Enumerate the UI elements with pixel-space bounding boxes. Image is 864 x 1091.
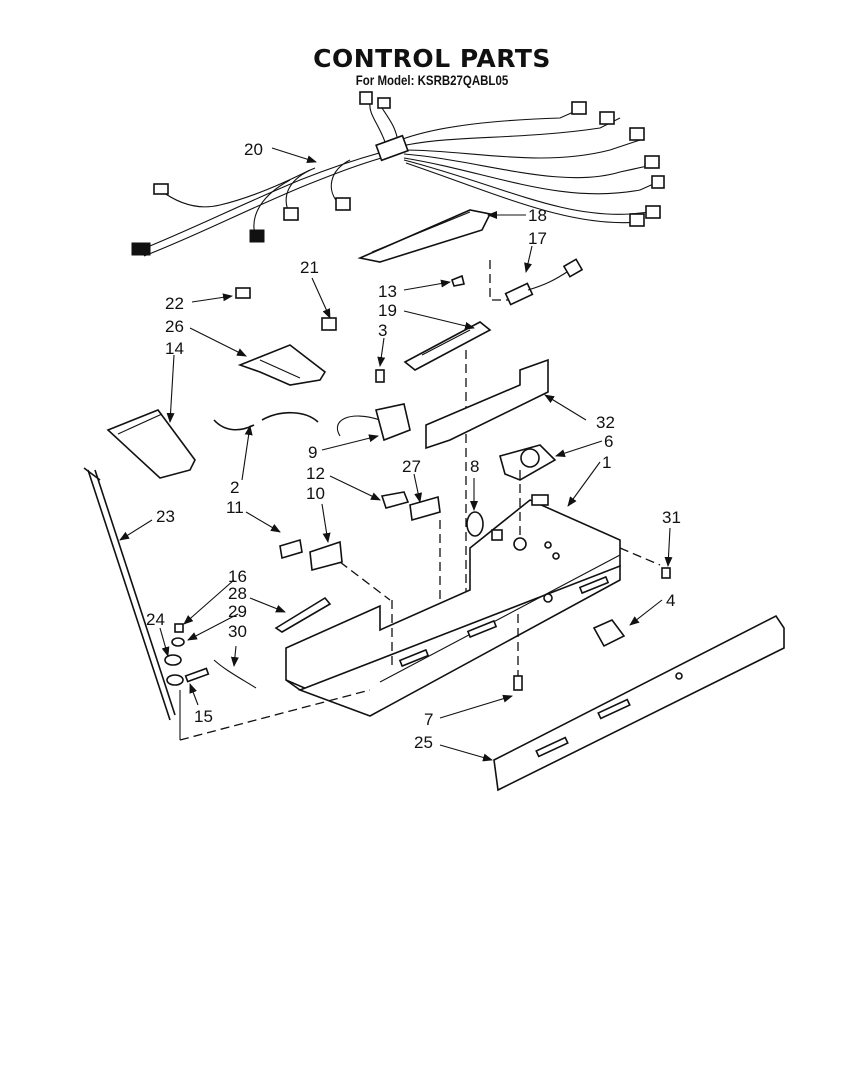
light-cover-part (237, 344, 327, 386)
control-housing-part (285, 470, 661, 717)
callout-26: 26 (165, 317, 184, 336)
wiring-harness-part (131, 91, 665, 257)
callout-9: 9 (308, 443, 317, 462)
callout-4: 4 (666, 591, 675, 610)
callout-18: 18 (528, 206, 547, 225)
callout-17: 17 (528, 229, 547, 248)
callout-16: 16 (228, 567, 247, 586)
callout-6: 6 (604, 432, 613, 451)
callout-23: 23 (156, 507, 175, 526)
callout-13: 13 (378, 282, 397, 301)
callout-labels: 20 18 17 21 13 22 19 26 3 14 32 6 9 27 8… (146, 140, 681, 752)
small-clip-parts (235, 287, 337, 331)
callout-31: 31 (662, 508, 681, 527)
callout-2: 2 (230, 478, 239, 497)
rod-part (83, 467, 176, 721)
callout-8: 8 (470, 457, 479, 476)
callout-12: 12 (306, 464, 325, 483)
callout-1: 1 (602, 453, 611, 472)
small-parts (279, 491, 484, 572)
callout-32: 32 (596, 413, 615, 432)
front-panel-part (493, 614, 785, 792)
callout-11: 11 (226, 498, 244, 517)
cover-plate-part (357, 209, 492, 263)
callout-21: 21 (300, 258, 319, 277)
insulation-part (425, 358, 549, 450)
callout-14: 14 (165, 339, 184, 358)
callout-10: 10 (306, 484, 325, 503)
temperature-control-part (499, 444, 557, 481)
shield-panel-part (106, 409, 196, 479)
callout-29: 29 (228, 602, 247, 621)
callout-28: 28 (228, 584, 247, 603)
switch-part (337, 369, 411, 442)
callout-19: 19 (378, 301, 397, 320)
tube-part (213, 411, 319, 431)
callout-24: 24 (146, 610, 165, 629)
callout-3: 3 (378, 321, 387, 340)
hardware-parts (164, 596, 371, 741)
screw-and-bracket-parts (513, 567, 671, 691)
callout-15: 15 (194, 707, 213, 726)
callout-22: 22 (165, 294, 184, 313)
callout-7: 7 (424, 710, 433, 729)
leader-lines (119, 147, 673, 762)
model-subtitle: For Model: KSRB27QABL05 (355, 72, 509, 88)
callout-30: 30 (228, 622, 247, 641)
callout-20: 20 (244, 140, 263, 159)
thermostat-sensor-part (403, 258, 584, 610)
callout-27: 27 (402, 457, 421, 476)
page-title: CONTROL PARTS (313, 44, 551, 73)
callout-25: 25 (414, 733, 433, 752)
